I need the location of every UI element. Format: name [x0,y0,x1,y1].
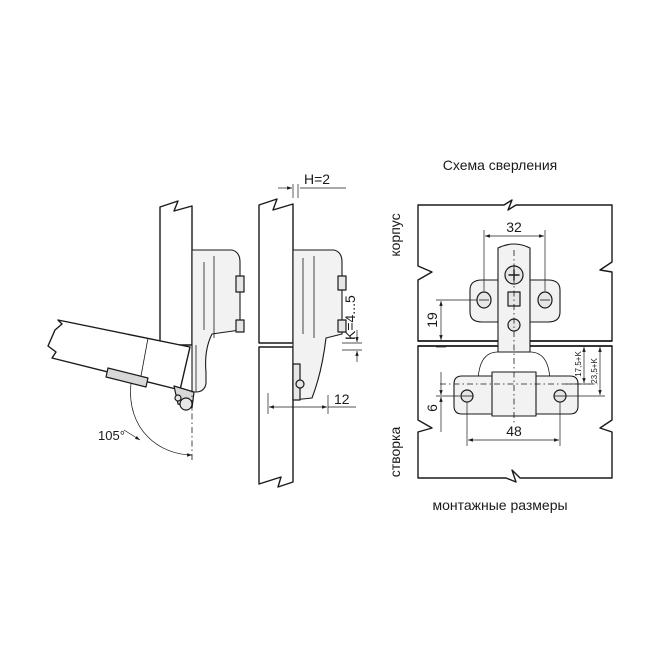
overlay-h-label: H=2 [304,171,330,187]
hinge-arm-open [191,249,241,393]
cup-open [105,367,149,388]
plate-holes-dim: 32 [506,219,522,235]
plate-offset-dim: 19 [424,312,440,328]
body-panel-closed [258,198,294,344]
door-panel-closed [258,346,294,488]
dim-23-5-k: 23,5+K [590,358,599,384]
body-label: корпус [387,213,403,256]
closed-hinge-view: H=2 K=4...5 12 [258,171,362,488]
mounting-dimensions-caption: монтажные размеры [432,497,567,513]
cup-distance-dim: 48 [506,423,522,439]
cup-offset-dim: 6 [424,404,440,412]
cup-k-label: K=4...5 [342,295,358,340]
drilling-scheme-view: Схема сверления корпус створка [387,157,613,513]
hinge-arm-closed [292,249,343,401]
opening-angle-label: 105° [98,428,125,443]
cup-depth-label: 12 [334,391,350,407]
dim-17-5-k: 17,5+K [574,351,583,377]
drilling-scheme-title: Схема сверления [443,157,558,173]
door-label: створка [387,427,403,478]
body-panel-open [159,200,193,346]
open-hinge-view: 105° [47,200,245,462]
